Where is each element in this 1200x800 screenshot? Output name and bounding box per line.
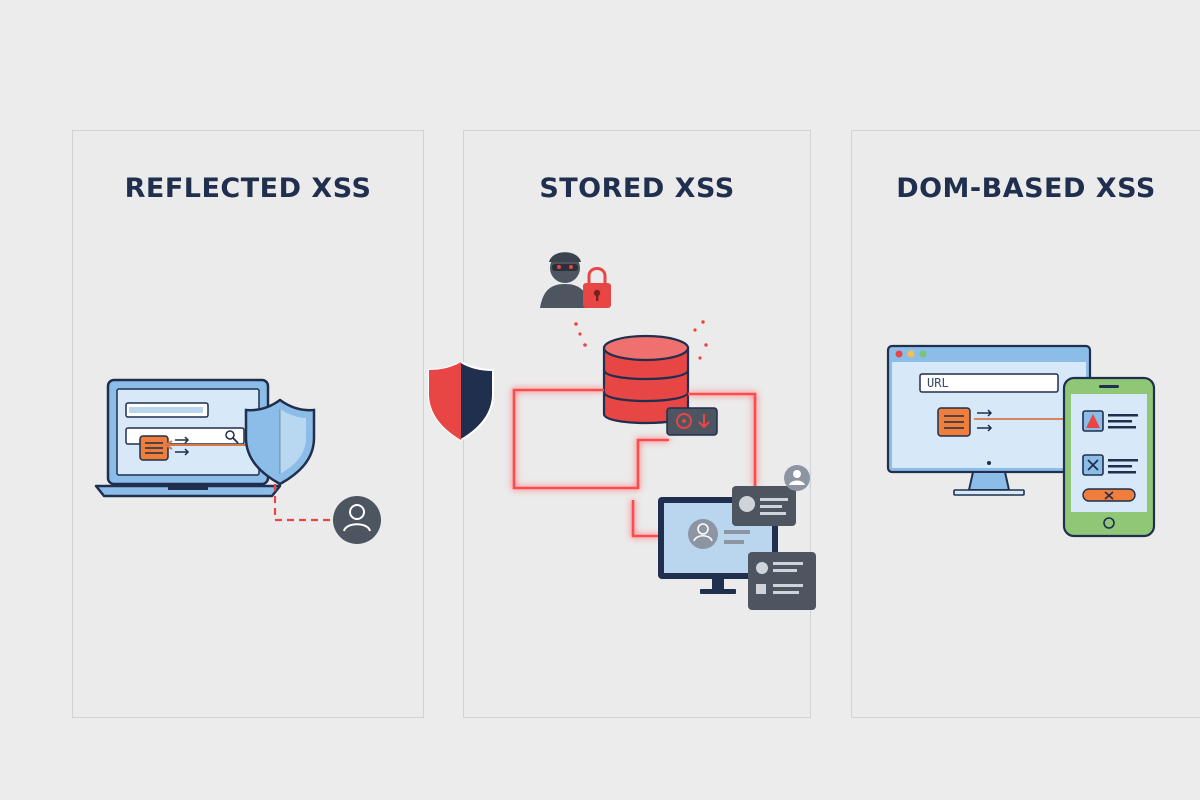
hacker-icon	[540, 252, 590, 308]
panel-title-reflected: REFLECTED XSS	[124, 173, 372, 204]
stored-payload-icon	[666, 407, 718, 436]
url-bar-icon	[125, 402, 209, 418]
profile-card-icon	[732, 486, 796, 526]
panel-stored-xss: STORED XSS	[463, 130, 811, 718]
database-icon	[602, 334, 690, 425]
red-dots	[574, 320, 708, 360]
profile-card-bottom-icon	[748, 552, 816, 610]
browser-monitor-icon	[886, 344, 1092, 496]
warning-icon	[1082, 410, 1104, 432]
arrows-icon	[175, 436, 190, 456]
phone-text-lines	[1108, 414, 1138, 474]
victim-user-icon	[333, 496, 381, 544]
db-flow-lines	[512, 388, 757, 538]
phone-icon	[1062, 376, 1156, 538]
url-label: URL	[927, 376, 949, 390]
panel-title-stored: STORED XSS	[539, 173, 735, 204]
script-payload-icon	[139, 435, 169, 461]
security-shield-icon	[244, 398, 316, 486]
attack-path-line	[273, 484, 332, 522]
panel-title-dom: DOM-BASED XSS	[896, 173, 1156, 204]
shield-icon	[428, 360, 494, 442]
dom-script-icon	[937, 407, 971, 437]
close-box-icon	[1082, 454, 1104, 476]
cancel-bar-icon	[1082, 488, 1136, 502]
dom-arrows-icon	[977, 409, 993, 432]
dom-url-bar: URL	[919, 373, 1059, 393]
user-avatar-icon	[784, 465, 810, 491]
lock-icon	[583, 267, 611, 308]
